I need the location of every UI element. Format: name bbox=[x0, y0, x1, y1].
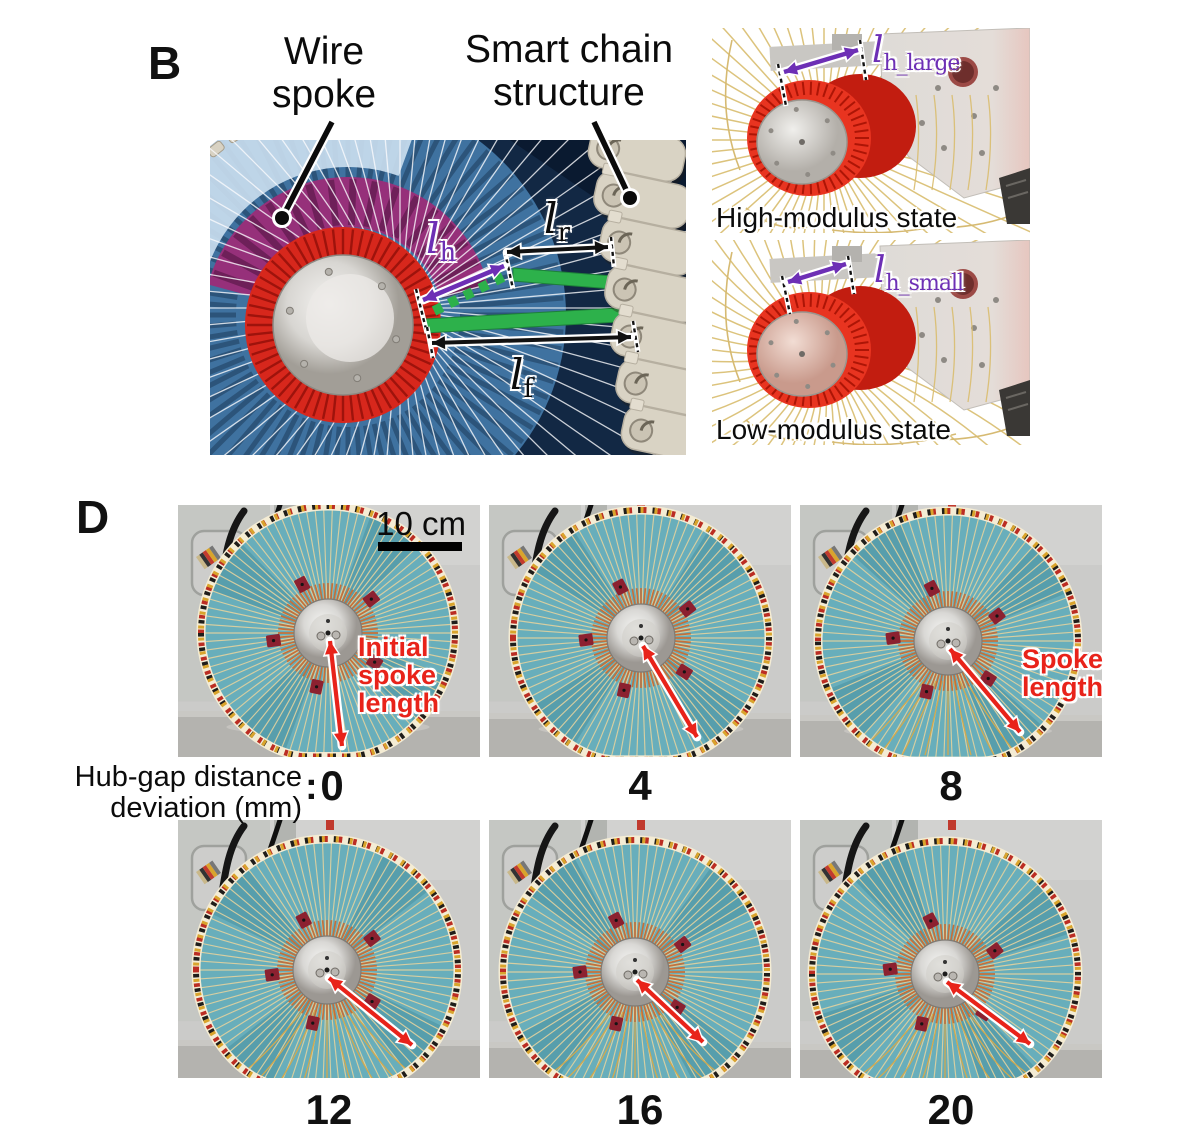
wheel-photo bbox=[800, 820, 1102, 1078]
deviation-value-0: 0 bbox=[320, 762, 344, 809]
dim-label-lh: lh bbox=[426, 214, 456, 268]
dim-label-lf: lf bbox=[510, 350, 533, 404]
deviation-value-16: 16 bbox=[616, 1086, 664, 1133]
photo-deviation-4 bbox=[489, 505, 791, 757]
annotation-initial-spoke-length: Initial spoke length bbox=[358, 632, 439, 718]
dim-label-lh-small: lh_small bbox=[874, 250, 964, 296]
deviation-value-4: 4 bbox=[628, 762, 652, 809]
deviation-value-12: 12 bbox=[305, 1086, 353, 1133]
dim-label-lh-large: lh_large bbox=[872, 30, 960, 76]
wheel-photo bbox=[178, 505, 480, 757]
caption-low-modulus: Low-modulus state bbox=[716, 414, 952, 445]
wheel-photo bbox=[800, 505, 1102, 757]
wheel-photo bbox=[489, 820, 791, 1078]
panel-b-letter: B bbox=[148, 37, 182, 89]
hub-render-low bbox=[712, 240, 1030, 445]
deviation-value-20: 20 bbox=[927, 1086, 975, 1133]
panel-d-letter: D bbox=[76, 491, 110, 543]
callout-smart-chain: Smart chain structure bbox=[464, 28, 674, 114]
caption-high-modulus: High-modulus state bbox=[716, 202, 958, 233]
panel-high-modulus: lh_large High-modulus state bbox=[712, 28, 1030, 233]
wheel-photo bbox=[489, 505, 791, 757]
annotation-spoke-length: Spoke length bbox=[1022, 644, 1104, 702]
wheel-photo bbox=[178, 820, 480, 1078]
deviation-value-8: 8 bbox=[939, 762, 963, 809]
scale-bar bbox=[378, 542, 462, 551]
dim-label-lr: lr bbox=[544, 194, 570, 248]
photo-deviation-16 bbox=[489, 820, 791, 1078]
hub-render-high bbox=[712, 28, 1030, 233]
panel-low-modulus: lh_small Low-modulus state bbox=[712, 240, 1030, 445]
photo-deviation-12 bbox=[178, 820, 480, 1078]
photo-deviation-0: 10 cm Initial spoke length bbox=[178, 505, 480, 757]
scale-bar-label: 10 cm bbox=[376, 505, 466, 542]
photo-deviation-8: Spoke length bbox=[800, 505, 1104, 757]
photo-deviation-20 bbox=[800, 820, 1102, 1078]
hub-gap-colon: : bbox=[305, 766, 318, 808]
hub-gap-axis-label: Hub-gap distance deviation (mm) bbox=[74, 761, 302, 824]
callout-wire-spoke: Wire spoke bbox=[271, 30, 377, 116]
wheel-render-main bbox=[210, 140, 686, 455]
